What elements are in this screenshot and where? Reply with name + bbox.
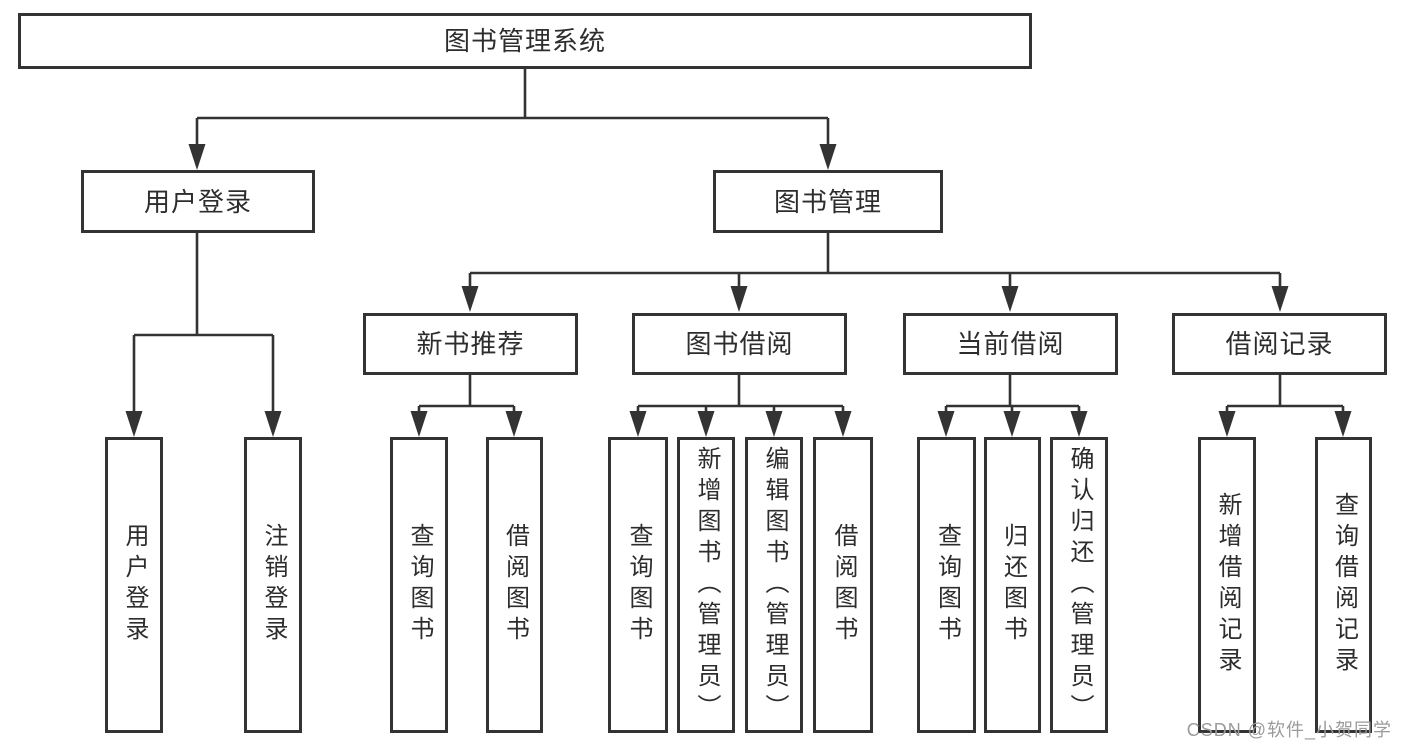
node-current-borrow: 当前借阅 <box>903 313 1118 375</box>
leaf-confirm-return-admin: 确认归还（管理员） <box>1050 437 1108 733</box>
node-library-management-system: 图书管理系统 <box>18 13 1032 69</box>
leaf-query-borrow-record: 查询借阅记录 <box>1315 437 1372 733</box>
node-borrow-record: 借阅记录 <box>1172 313 1387 375</box>
leaf-borrow-books: 借阅图书 <box>813 437 873 733</box>
node-new-book-recommend: 新书推荐 <box>363 313 578 375</box>
leaf-add-borrow-record: 新增借阅记录 <box>1198 437 1256 733</box>
leaf-edit-books-admin: 编辑图书（管理员） <box>745 437 803 733</box>
node-book-management: 图书管理 <box>713 170 943 233</box>
node-user-login: 用户登录 <box>81 170 315 233</box>
leaf-add-books-admin: 新增图书（管理员） <box>677 437 735 733</box>
leaf-borrow-books-recommend: 借阅图书 <box>486 437 543 733</box>
leaf-logout-login: 注销登录 <box>244 437 302 733</box>
watermark: CSDN @软件_小贺同学 <box>1186 720 1392 740</box>
leaf-user-login: 用户登录 <box>105 437 163 733</box>
node-book-borrow: 图书借阅 <box>632 313 847 375</box>
leaf-query-books-recommend: 查询图书 <box>390 437 448 733</box>
leaf-query-books-borrow: 查询图书 <box>608 437 668 733</box>
leaf-query-books-current: 查询图书 <box>917 437 976 733</box>
leaf-return-books: 归还图书 <box>984 437 1041 733</box>
